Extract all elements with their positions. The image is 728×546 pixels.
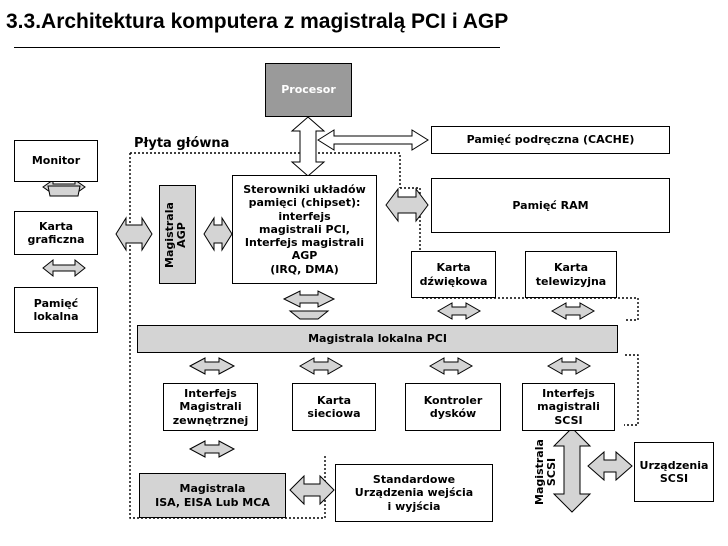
page-title: 3.3.Architektura komputera z magistralą … — [6, 10, 509, 33]
scsi-interface-box: Interfejs magistrali SCSI — [522, 383, 615, 431]
title-underline — [14, 47, 500, 48]
external-isa-arrow — [188, 440, 236, 458]
cpu-cache-arrow — [317, 129, 429, 151]
chipset-pci-arrow — [282, 290, 336, 308]
isa-bus-box: Magistrala ISA, EISA Lub MCA — [139, 473, 286, 518]
ram-box: Pamięć RAM — [431, 178, 670, 233]
scsi-bus-label: Magistrala SCSI — [533, 439, 558, 505]
agp-chipset-arrow — [203, 216, 233, 252]
tv-pci-arrow — [550, 302, 596, 320]
disk-controller-box: Kontroler dysków — [405, 383, 501, 431]
pci-external-arrow — [188, 357, 236, 375]
sound-card-box: Karta dźwiękowa — [411, 251, 496, 298]
cache-box: Pamięć podręczna (CACHE) — [431, 126, 670, 154]
local-memory-box: Pamięć lokalna — [14, 287, 98, 333]
pci-scsi-arrow — [546, 357, 592, 375]
motherboard-boundary — [129, 152, 639, 519]
chipset-ram-arrow — [385, 187, 429, 223]
graphics-agp-arrow — [115, 216, 153, 252]
network-card-box: Karta sieciowa — [292, 383, 376, 431]
chipset-box: Sterowniki układów pamięci (chipset): in… — [232, 175, 377, 284]
graphics-memory-arrow — [42, 258, 86, 278]
external-bus-interface-box: Interfejs Magistrali zewnętrznej — [163, 383, 258, 431]
pci-network-arrow — [298, 357, 344, 375]
pci-bus-box: Magistrala lokalna PCI — [137, 325, 618, 353]
agp-bus-label: Magistrala AGP — [163, 202, 188, 268]
agp-bus-box — [159, 185, 196, 284]
scsi-devices-arrow — [587, 450, 633, 482]
pci-disk-arrow — [428, 357, 474, 375]
sound-pci-arrow — [436, 302, 482, 320]
monitor-box: Monitor — [14, 140, 98, 182]
isa-io-arrow — [289, 474, 335, 506]
scsi-bus-arrow — [552, 427, 592, 513]
cpu-box: Procesor — [265, 63, 352, 117]
standard-io-box: Standardowe Urządzenia wejścia i wyjścia — [335, 464, 493, 522]
cpu-chipset-arrow — [290, 116, 326, 177]
graphics-card-box: Karta graficzna — [14, 211, 98, 255]
motherboard-label: Płyta główna — [134, 136, 230, 151]
tv-card-box: Karta telewizyjna — [525, 251, 617, 298]
scsi-devices-box: Urządzenia SCSI — [634, 442, 714, 502]
